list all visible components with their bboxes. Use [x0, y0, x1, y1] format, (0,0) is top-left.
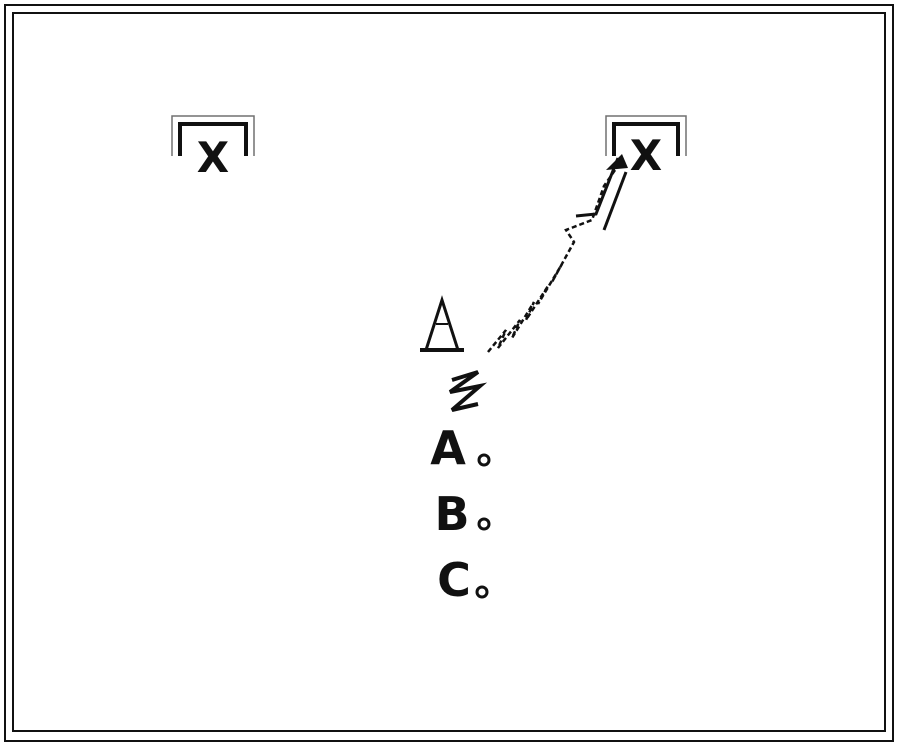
option-c-letter: C [437, 553, 471, 607]
player-zigzag-icon [448, 370, 488, 412]
right-goal-frame [612, 122, 680, 156]
inner-frame [12, 12, 886, 732]
left-goal: X [171, 115, 255, 182]
dribble-path-arrow [487, 154, 628, 353]
right-goal-label: X [630, 131, 662, 180]
option-a-dot [477, 453, 491, 467]
option-c-dot [475, 585, 489, 599]
option-c: C [437, 553, 489, 607]
option-b: B [434, 487, 491, 541]
option-a: A [430, 421, 491, 475]
right-goal: X [605, 115, 687, 180]
cone-icon [420, 295, 464, 352]
option-b-letter: B [434, 487, 469, 541]
option-a-letter: A [430, 421, 466, 475]
outer-frame [4, 4, 894, 742]
left-goal-frame [178, 122, 248, 156]
option-b-dot [477, 517, 491, 531]
left-goal-label: X [197, 133, 229, 182]
arrowhead-icon [606, 154, 628, 170]
